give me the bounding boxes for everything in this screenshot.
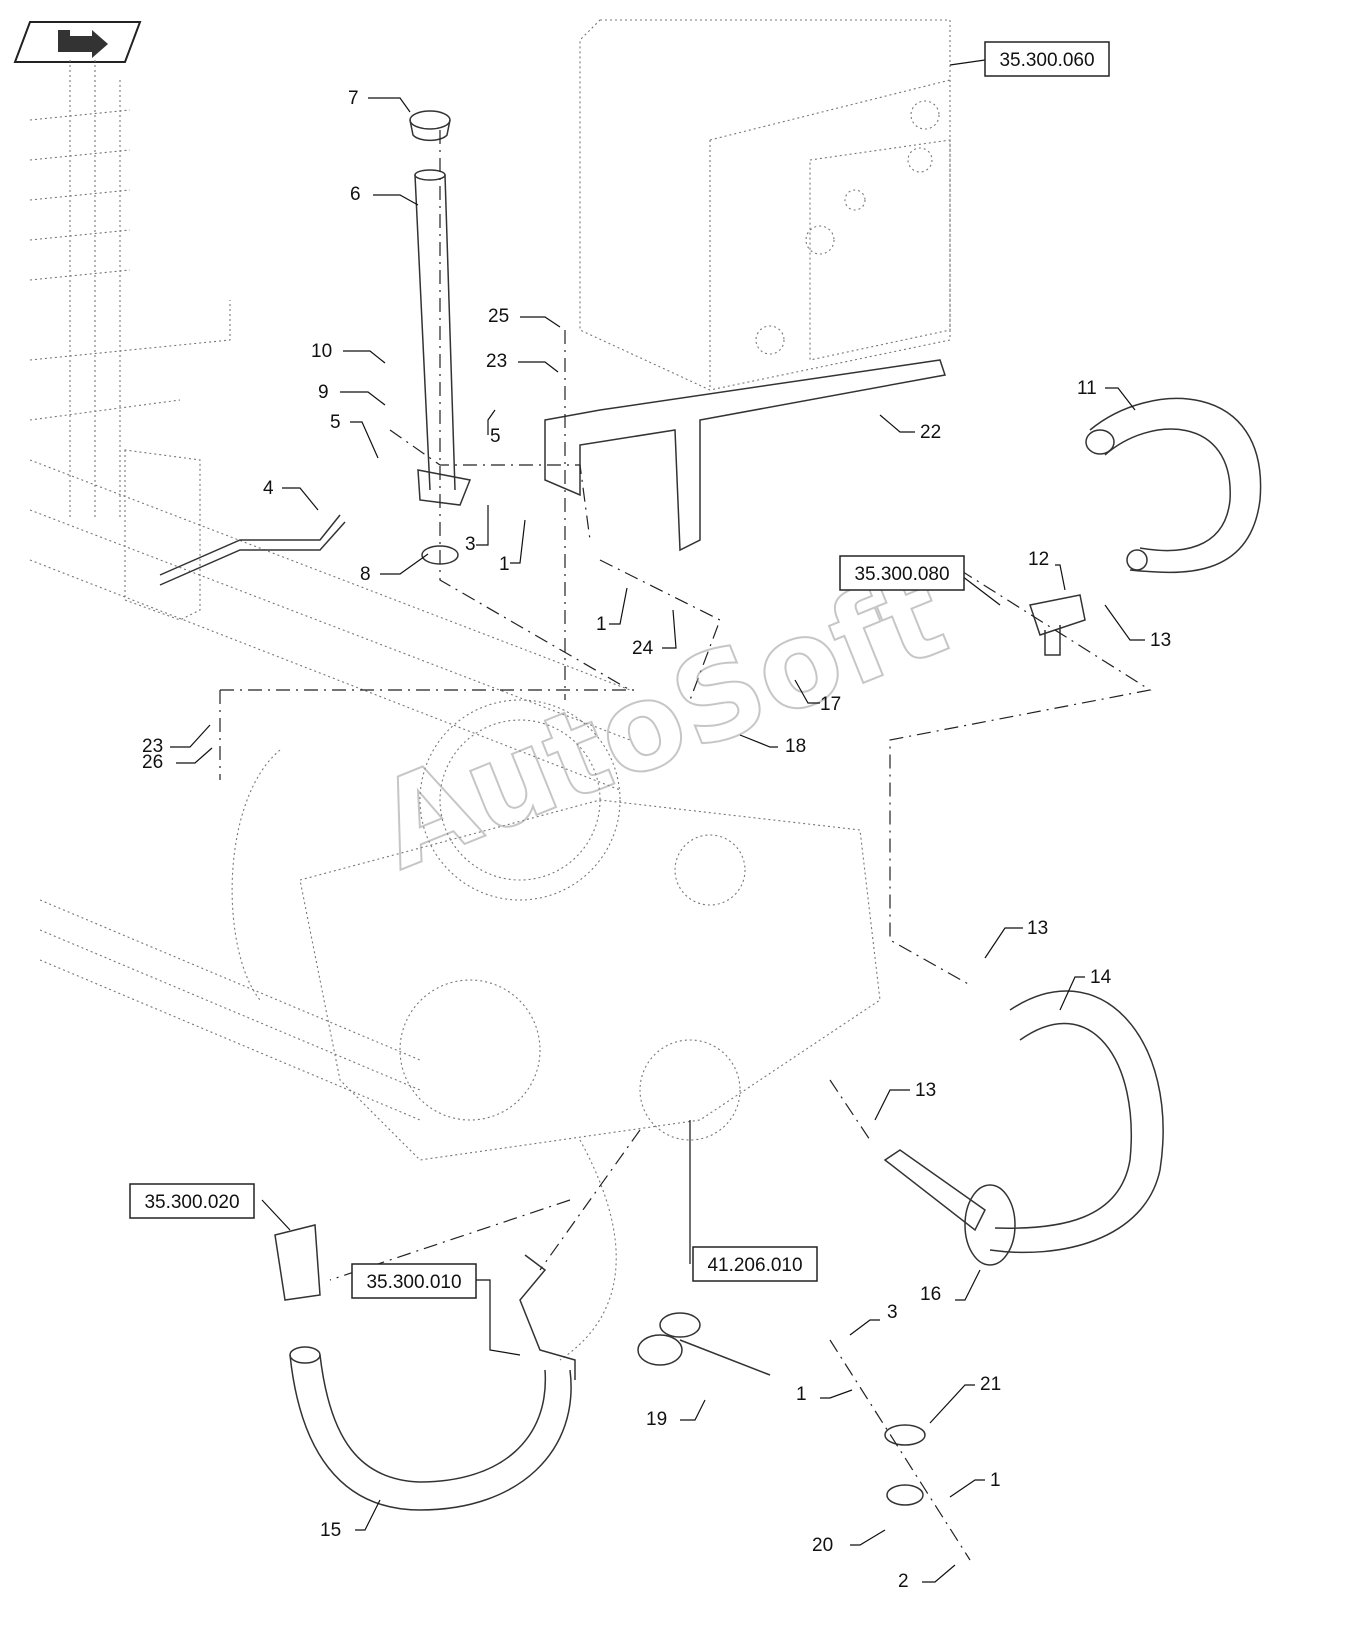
reference-label: 35.300.080 — [854, 564, 949, 585]
callout-number: 7 — [348, 88, 359, 109]
callout-number: 23 — [142, 736, 163, 757]
callout-number: 14 — [1090, 967, 1112, 988]
callout-number: 1 — [596, 614, 607, 635]
callout-number: 26 — [142, 752, 163, 773]
callout-number: 5 — [330, 412, 341, 433]
callout-number: 16 — [920, 1284, 941, 1305]
callout-number: 8 — [360, 564, 371, 585]
callout-number: 10 — [311, 341, 332, 362]
callout-number: 13 — [915, 1080, 936, 1101]
alignment-lines — [219, 130, 1152, 1561]
reference-box-ref-35-300-080[interactable]: 35.300.080 — [839, 555, 965, 591]
reference-box-frame — [129, 1183, 255, 1219]
hose-11 — [1085, 397, 1262, 574]
clip-21 — [884, 1424, 926, 1446]
callout-number: 18 — [785, 736, 806, 757]
callout-number: 13 — [1150, 630, 1171, 651]
hydraulic-tank — [579, 19, 951, 391]
clip-20 — [886, 1484, 924, 1506]
reference-box-frame — [692, 1246, 818, 1282]
callout-number: 12 — [1028, 549, 1049, 570]
callout-number: 1 — [990, 1470, 1001, 1491]
callout-number: 2 — [898, 1571, 909, 1592]
reference-label: 35.300.010 — [366, 1272, 461, 1293]
callout-number: 4 — [263, 478, 274, 499]
callout-number: 21 — [980, 1374, 1001, 1395]
callout-number: 25 — [488, 306, 509, 327]
callout-number: 6 — [350, 184, 361, 205]
callout-number: 24 — [632, 638, 654, 659]
callout-number: 3 — [465, 534, 476, 555]
reference-box-frame — [839, 555, 965, 591]
reference-label: 41.206.010 — [707, 1255, 802, 1276]
reference-box-ref-35-300-060[interactable]: 35.300.060 — [984, 41, 1110, 77]
callout-number: 3 — [887, 1302, 898, 1323]
tee-fitting — [1029, 594, 1086, 656]
hose-14 — [989, 990, 1164, 1254]
leader-lines — [170, 59, 1145, 1583]
gearbox-and-pump — [231, 699, 881, 1361]
filler-tube — [414, 169, 472, 506]
reference-box-ref-35-300-010[interactable]: 35.300.010 — [351, 1263, 477, 1299]
reference-box-frame — [984, 41, 1110, 77]
callout-number: 22 — [920, 422, 941, 443]
hose-clamp-19 — [637, 1312, 771, 1376]
hose-15 — [289, 1346, 572, 1511]
callout-number: 20 — [812, 1535, 833, 1556]
callout-number: 1 — [499, 554, 510, 575]
reference-box-ref-41-206-010[interactable]: 41.206.010 — [692, 1246, 818, 1282]
hose-16-clamp — [883, 1149, 1016, 1266]
watermark: AutoSoft — [359, 545, 964, 897]
callout-number: 11 — [1077, 378, 1097, 399]
reference-label: 35.300.060 — [999, 50, 1094, 71]
callout-number: 19 — [646, 1409, 667, 1430]
reference-box-ref-35-300-020[interactable]: 35.300.020 — [129, 1183, 255, 1219]
callout-number: 13 — [1027, 918, 1048, 939]
callout-number: 17 — [820, 694, 841, 715]
frame-structure — [29, 60, 631, 1121]
back-arrow-icon[interactable] — [13, 21, 142, 63]
callout-number: 23 — [486, 351, 507, 372]
filler-cap — [409, 110, 451, 142]
callout-number: 9 — [318, 382, 329, 403]
bracket — [544, 359, 946, 552]
tube-line — [159, 514, 346, 586]
reference-label: 35.300.020 — [144, 1192, 239, 1213]
callout-number: 1 — [796, 1384, 807, 1405]
reference-box-frame — [351, 1263, 477, 1299]
callout-number: 5 — [490, 426, 501, 447]
callout-number: 15 — [320, 1520, 341, 1541]
